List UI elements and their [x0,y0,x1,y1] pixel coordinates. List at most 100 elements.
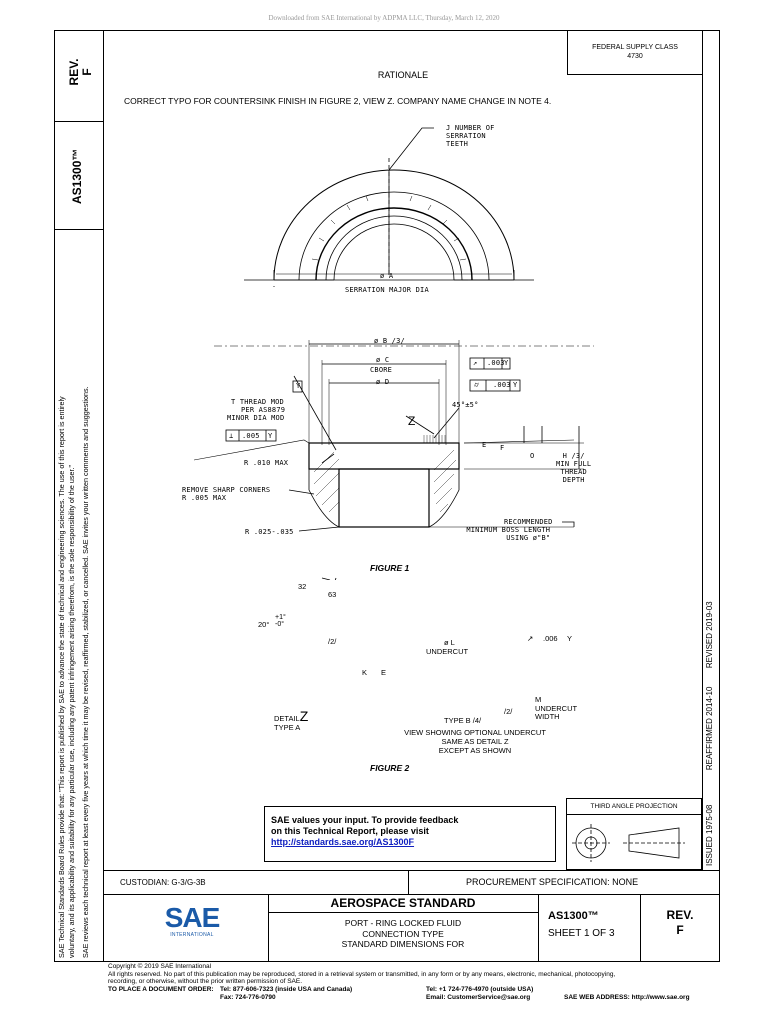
type-b: TYPE B /4/ [444,716,482,725]
finish-32: 32 [298,582,307,591]
j-label-2: SERRATION [446,132,486,140]
tol2-symbol: ⌭ [474,381,480,389]
cbore-label: CBORE [370,366,393,374]
rec-2: MINIMUM BOSS LENGTH [466,526,551,534]
detail-z-label: DETAILZ TYPE A [274,709,308,732]
rev-box: REV. F [54,30,104,122]
order-label: TO PLACE A DOCUMENT ORDER: [108,985,214,993]
undercut-w2: WIDTH [535,712,560,721]
rec-1: RECOMMENDED [504,518,553,526]
note-2b: /2/ [504,707,513,716]
m-label: M [535,695,542,704]
h-label-3: THREAD [560,468,587,476]
figure-1-caption: FIGURE 1 [370,563,410,573]
tol-plus: +1° [275,614,286,621]
title-line-3: STANDARD DIMENSIONS FOR [341,939,465,949]
phone-intl: Tel: +1 724-776-4970 (outside USA) [426,985,534,993]
tol1-datum: Y [504,359,509,367]
detail-z: Z [299,708,309,724]
docid-divider [538,894,539,962]
z-view-label: Z [408,414,416,428]
remove-2: R .005 MAX [182,494,227,502]
logo-subtext: INTERNATIONAL [170,932,214,938]
h-label-block: H /3/ MIN FULL THREAD DEPTH [556,452,591,484]
remove-1: REMOVE SHARP CORNERS [182,486,271,494]
view-note: VIEW SHOWING OPTIONAL UNDERCUT SAME AS D… [393,728,557,755]
tol1-value: .003 [487,359,505,367]
reaffirmed-date: REAFFIRMED 2014-10 [705,686,714,771]
perp-symbol: ⊥ [229,432,234,440]
e-label: E [482,441,487,449]
dia-d-label: ø D [376,378,390,386]
o-label: O [530,452,535,460]
k-label: K [362,668,368,677]
title-rev: REV. F [640,908,720,938]
title-block-top-line [104,870,720,871]
angle-label: 45°±5° [452,401,479,409]
tol2-value: .003 [493,381,511,389]
title-rev-label: REV. [666,908,694,922]
federal-supply-label: FEDERAL SUPPLY CLASS [592,44,678,51]
drawing-frame [54,30,720,962]
dia-b-label: ø B /3/ [374,337,405,345]
r010-label: R .010 MAX [244,459,289,467]
rules-line-2: voluntary, and its applicability and sui… [67,464,76,958]
doc-id-box: AS1300™ [54,122,104,230]
document-title: PORT - RING LOCKED FLUID CONNECTION TYPE… [268,918,538,950]
fax: Fax: 724-776-0790 [220,993,276,1001]
title-block-line-2 [104,894,720,895]
figure-2-caption: FIGURE 2 [370,763,410,773]
custodian-divider [408,870,409,894]
federal-supply-value: 4730 [627,53,643,60]
tol-minus: -0° [275,621,285,628]
h-label: H /3/ [562,452,585,460]
side-doc-id: AS1300™ [70,148,84,204]
side-rev-value: F [80,68,94,76]
finish-63: 63 [328,590,337,599]
dia-a-label: ø A [380,272,394,280]
projection-symbol-icon [572,824,685,862]
sheet-number: SHEET 1 OF 3 [548,928,615,939]
rev-divider [640,894,641,962]
perp-value: .005 [242,432,260,440]
footer: Copyright © 2019 SAE International All r… [108,963,728,1002]
date-strip [702,30,720,870]
rec-3: USING ø"B" [506,534,551,542]
download-note: Downloaded from SAE International by ADP… [268,14,500,22]
fig2-tol-datum: Y [567,634,573,643]
rights-1: All rights reserved. No part of this pub… [108,970,616,978]
undercut-label: UNDERCUT [426,647,469,656]
view-2: SAME AS DETAIL Z [441,737,509,746]
projection-title: THIRD ANGLE PROJECTION [567,799,701,815]
phone-usa: Tel: 877-606-7323 (inside USA and Canada… [220,985,353,993]
rights-2: recording, or otherwise, without the pri… [108,978,303,986]
f-label: F [500,444,505,452]
dia-c-label: ø C [376,356,390,364]
rules-line-3: SAE reviews each technical report at lea… [81,386,90,958]
type-a: TYPE A [274,723,301,732]
sae-logo: SAE INTERNATIONAL [164,904,221,939]
rationale-text: CORRECT TYPO FOR COUNTERSINK FINISH IN F… [124,96,552,106]
title-rev-value: F [676,923,684,937]
title-line-1: PORT - RING LOCKED FLUID [344,918,462,928]
view-3: EXCEPT AS SHOWN [438,746,512,755]
federal-supply-box: FEDERAL SUPPLY CLASS 4730 [567,30,702,75]
detail-text: DETAIL [274,714,300,723]
h-label-4: DEPTH [562,476,585,484]
h-label-2: MIN FULL [556,460,592,468]
title-line-2: CONNECTION TYPE [362,928,444,939]
tol1-symbol: ↗ [473,359,478,367]
j-label-3: TEETH [446,140,469,148]
feedback-line-1: SAE values your input. To provide feedba… [271,815,459,825]
left-column [54,30,104,962]
datum-y: Y [296,382,301,390]
procurement: PROCUREMENT SPECIFICATION: NONE [466,877,639,887]
feedback-link[interactable]: http://standards.sae.org/AS1300F [271,837,415,847]
title-doc-id: AS1300™ [548,910,599,922]
j-label-1: J NUMBER OF [446,124,495,132]
date-strip-text: ISSUED 1975-08 REAFFIRMED 2014-10 REVISE… [705,601,714,866]
rationale-title: RATIONALE [377,70,429,80]
thread-label: T THREAD MOD PER AS8879 MINOR DIA MOD [227,398,285,422]
undercut-w1: UNDERCUT [535,704,578,713]
dia-l-label: ø L [444,638,455,647]
